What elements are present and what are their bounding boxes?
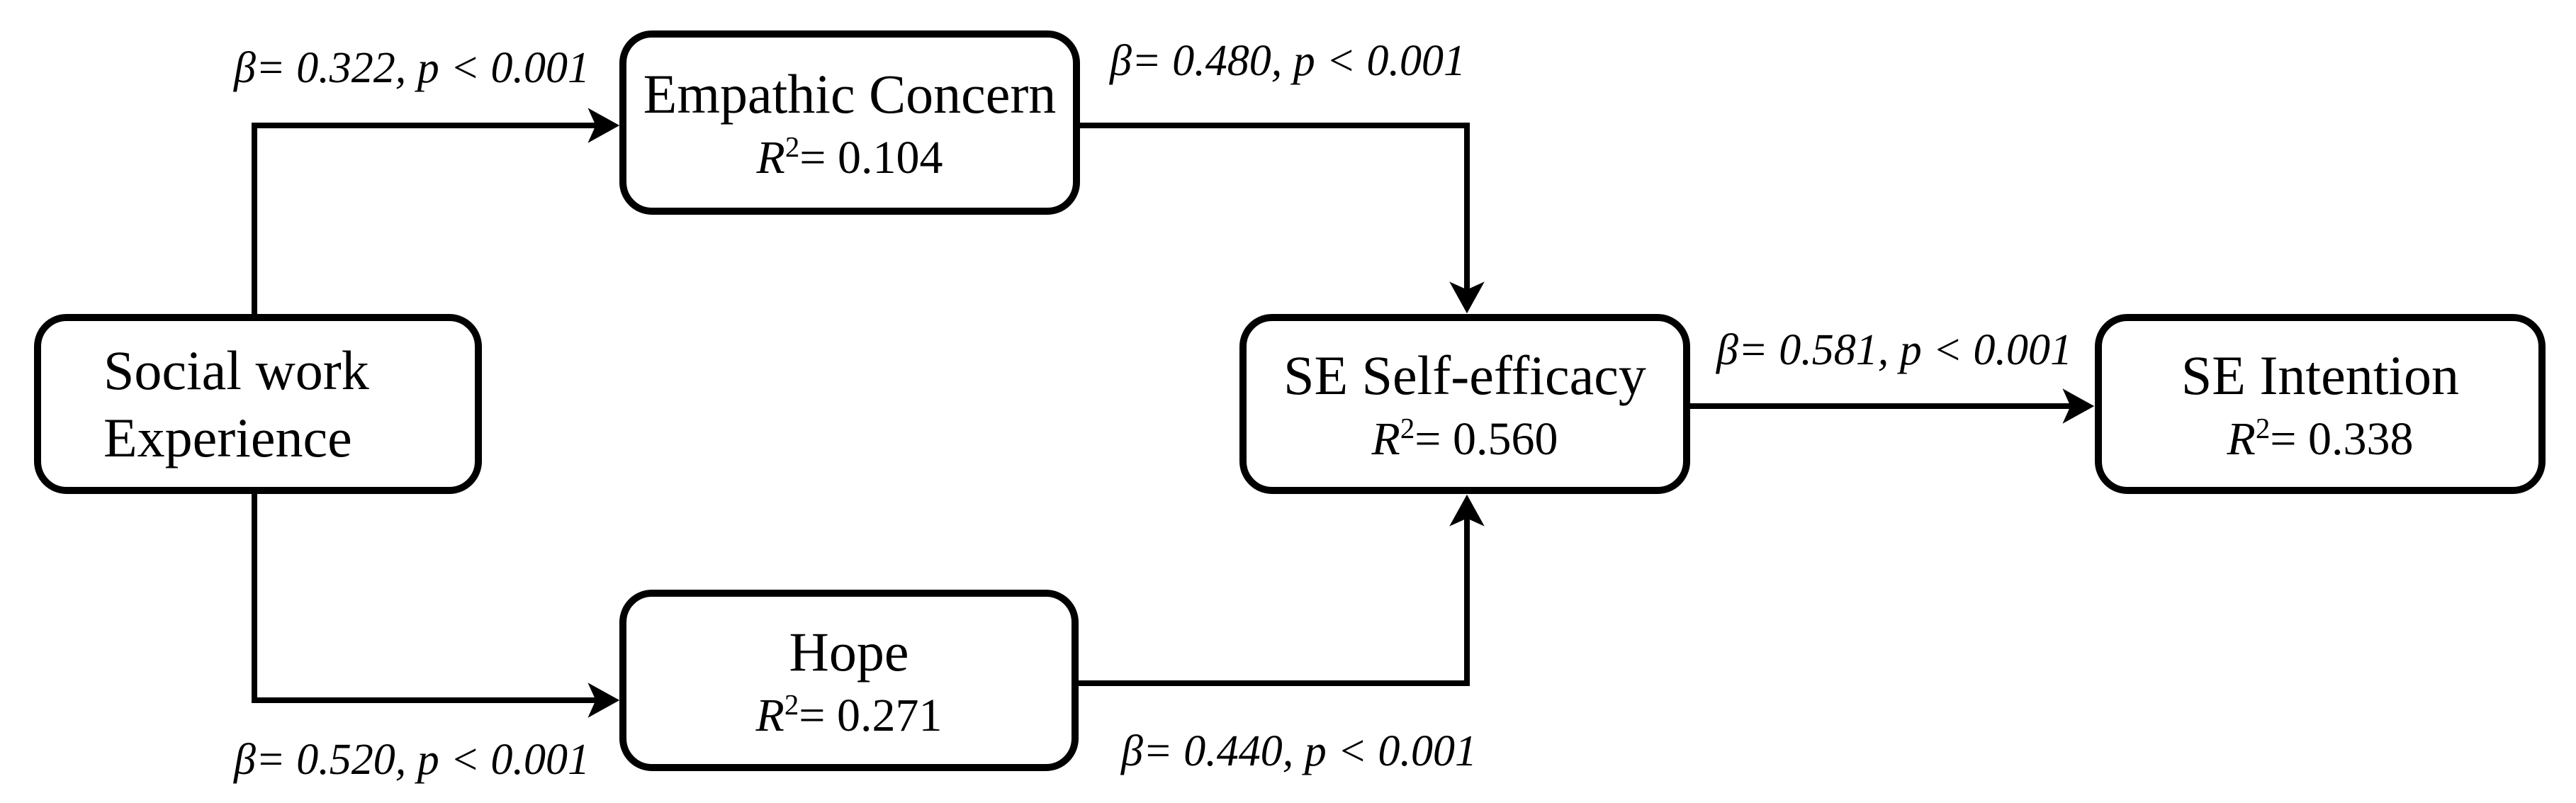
node-title-line2: Experience: [103, 407, 352, 468]
r-squared-rest: = 0.104: [799, 131, 943, 184]
r-squared-value: R2= 0.338: [2227, 412, 2413, 466]
arrow-social-to-hope: [252, 492, 620, 718]
r-symbol: R: [2227, 412, 2256, 465]
r-symbol: R: [1371, 412, 1400, 465]
r-symbol: R: [756, 131, 785, 184]
edge-label-social-to-empathic: β= 0.322, p < 0.001: [234, 44, 590, 92]
node-title: SE Intention: [2181, 344, 2460, 407]
r-squared-value: R2= 0.271: [755, 689, 942, 743]
edge-label-empathic-to-se-efficacy: β= 0.480, p < 0.001: [1110, 37, 1466, 85]
r-squared-rest: = 0.560: [1414, 412, 1558, 465]
r-exponent: 2: [2255, 412, 2271, 444]
node-se-intention: SE Intention R2= 0.338: [2095, 314, 2546, 494]
r-symbol: R: [755, 689, 784, 741]
arrow-hope-to-se-efficacy: [1076, 494, 1485, 686]
r-squared-rest: = 0.338: [2270, 412, 2414, 465]
r-exponent: 2: [784, 130, 800, 163]
r-squared-rest: = 0.271: [799, 689, 943, 741]
node-se-self-efficacy: SE Self-efficacy R2= 0.560: [1239, 314, 1690, 494]
r-squared-value: R2= 0.104: [756, 131, 943, 185]
node-title: Social work Experience: [103, 337, 369, 471]
node-title-line1: Social work: [103, 339, 369, 401]
node-social-work-experience: Social work Experience: [34, 314, 482, 494]
arrow-empathic-to-se-efficacy: [1078, 123, 1485, 314]
node-title: Empathic Concern: [643, 63, 1057, 125]
r-squared-value: R2= 0.560: [1371, 412, 1558, 466]
edge-label-se-efficacy-to-intention: β= 0.581, p < 0.001: [1716, 326, 2073, 374]
r-exponent: 2: [784, 688, 799, 721]
r-exponent: 2: [1400, 412, 1415, 444]
node-empathic-concern: Empathic Concern R2= 0.104: [619, 30, 1080, 215]
edge-label-hope-to-se-efficacy: β= 0.440, p < 0.001: [1121, 727, 1478, 775]
edge-label-social-to-hope: β= 0.520, p < 0.001: [234, 736, 590, 784]
node-title: SE Self-efficacy: [1283, 344, 1646, 407]
arrow-social-to-empathic: [252, 108, 620, 316]
node-hope: Hope R2= 0.271: [619, 590, 1079, 771]
node-title: Hope: [789, 621, 909, 683]
